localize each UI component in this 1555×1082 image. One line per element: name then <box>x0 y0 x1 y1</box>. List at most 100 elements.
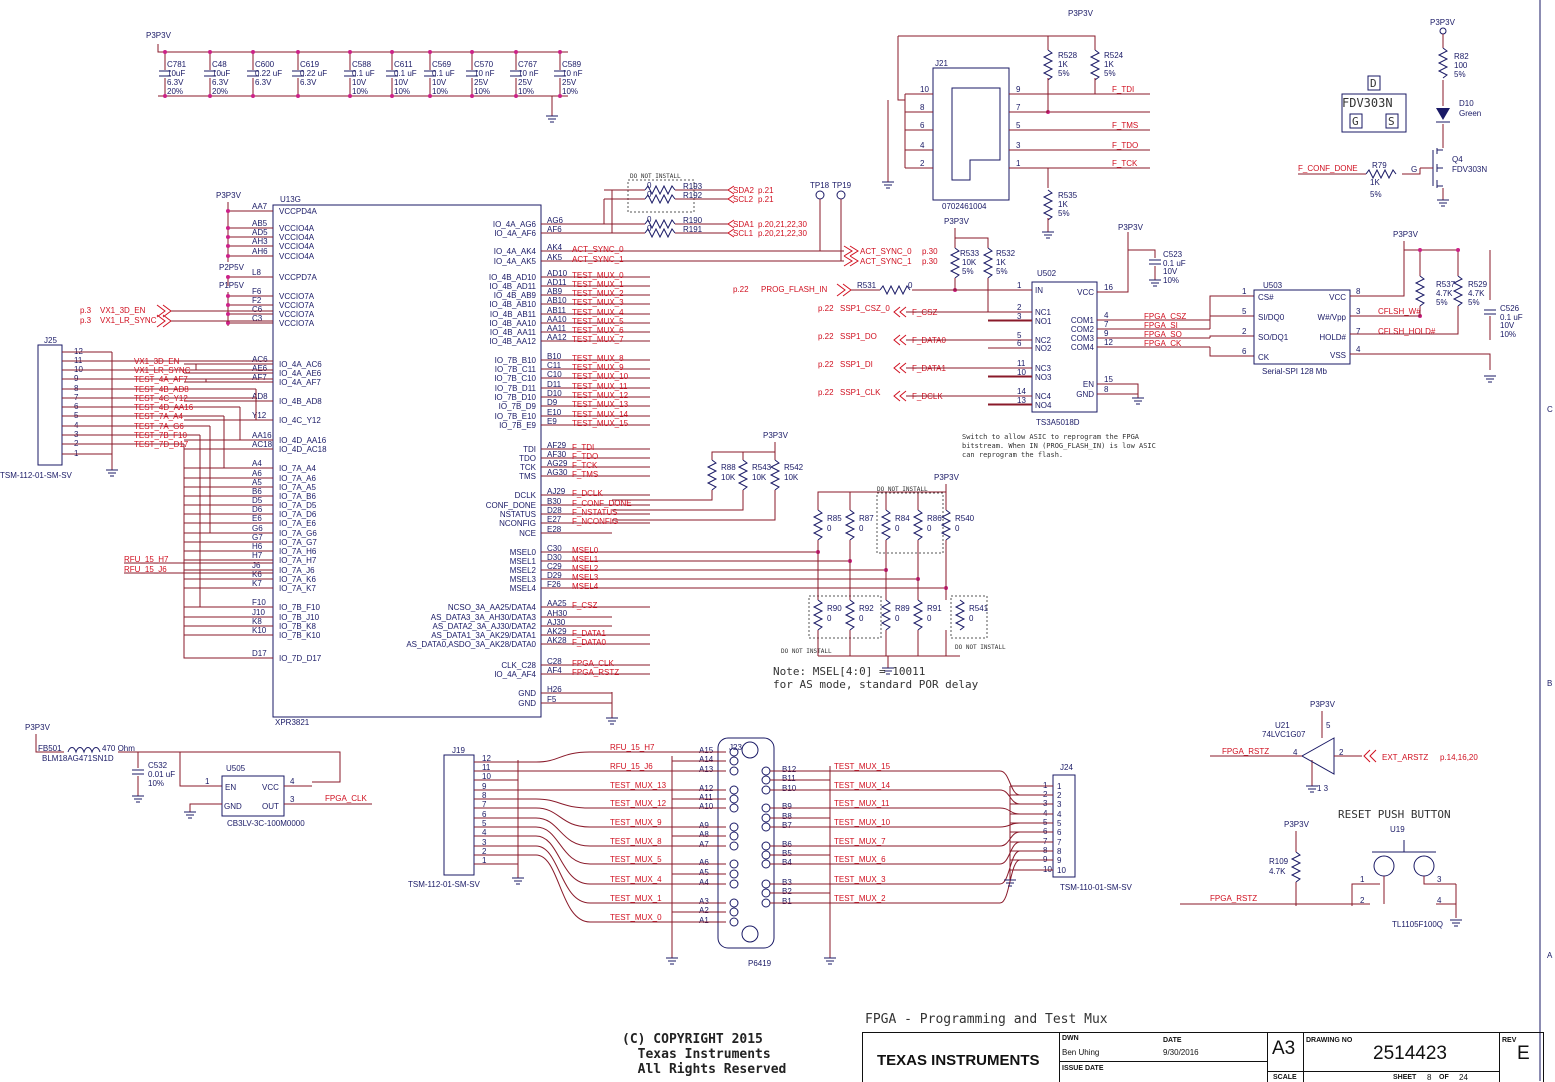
cap-value: 0.22 uF <box>300 69 327 78</box>
j21-pullup-tol: 5% <box>1058 69 1070 78</box>
j21-pullup-tol: 5% <box>1104 69 1116 78</box>
c523-volt: 10V <box>1163 267 1178 276</box>
j23-right-pin: B2 <box>782 887 792 896</box>
u13-right-pin-name: IO_4B_AB9 <box>494 291 537 300</box>
jtag-pullup-val: 10K <box>752 473 767 482</box>
u13-right-ball: F26 <box>547 580 561 589</box>
act-sync-arrow <box>843 245 859 267</box>
ground-symbol <box>132 795 144 803</box>
c523-tol: 10% <box>1163 276 1179 285</box>
u13-right-net-label: TEST_MUX_2 <box>572 289 624 298</box>
act-sync-0-offpage: ACT_SYNC_0 <box>860 247 912 256</box>
c532-tol: 10% <box>148 779 164 788</box>
junction-dot <box>390 94 394 98</box>
ground-symbol <box>606 717 618 725</box>
sheet-number: 8 <box>1427 1073 1432 1082</box>
u503-part: Serial-SPI 128 Mb <box>1262 367 1327 376</box>
junction-dot <box>226 321 230 325</box>
r82-tol: 5% <box>1454 70 1466 79</box>
j19-pin-number: 5 <box>482 819 487 828</box>
j23-contact <box>729 879 739 889</box>
cflsh-hold-net: CFLSH_HOLD# <box>1378 327 1436 336</box>
u502-left-pin-name: NC1 <box>1035 308 1052 317</box>
junction-dot <box>226 235 230 239</box>
ssp-arrow <box>893 334 907 346</box>
u13-right-ball: AK4 <box>547 243 563 252</box>
msel-bot-ref: R90 <box>827 604 842 613</box>
u13-left-ball: K7 <box>252 579 262 588</box>
j21-pullup-tol: 5% <box>1058 209 1070 218</box>
u13-left-ball: D5 <box>252 496 263 505</box>
u503-left-pin-num: 6 <box>1242 347 1247 356</box>
j23-contact <box>729 756 739 766</box>
r109-val: 4.7K <box>1269 867 1286 876</box>
jtag-pullup-resistor <box>737 459 749 491</box>
msel-bot-ref: R541 <box>969 604 989 613</box>
u13-left-pin-name: IO_4A_AF7 <box>279 378 321 387</box>
act-sync-0-page: p.30 <box>922 247 938 256</box>
j19-pin-number: 7 <box>482 800 487 809</box>
j23-contact <box>729 794 739 804</box>
j19-net-label: TEST_MUX_13 <box>610 781 667 790</box>
f-conf-done-net-label: F_CONF_DONE <box>1298 164 1358 173</box>
j23-right-pin: B7 <box>782 821 792 830</box>
j23-net-label: TEST_MUX_3 <box>834 875 886 884</box>
junction-dot <box>226 303 230 307</box>
u13-right-net-label: F_TDI <box>572 443 594 452</box>
d10-ref: D10 <box>1459 99 1474 108</box>
cap-ref: C570 <box>474 60 494 69</box>
j23-right-pin: B8 <box>782 812 792 821</box>
cap-value: 10 nF <box>474 69 495 78</box>
u503-rail: P3P3V <box>1393 230 1419 239</box>
u502-left-pin-num: 13 <box>1017 396 1026 405</box>
u13-right-net-label: MSEL2 <box>572 564 599 573</box>
u13-left-pin-name: IO_7A_J6 <box>279 566 315 575</box>
u13-left-pin-name: IO_4D_AC18 <box>279 445 327 454</box>
u13-right-ball: AB9 <box>547 287 563 296</box>
u13-right-ball: D30 <box>547 553 562 562</box>
j23-right-pin: B1 <box>782 897 792 906</box>
zero-ohm-resistor <box>644 227 676 239</box>
u503-left-pin-name: CK <box>1258 353 1270 362</box>
u13-left-ball: D17 <box>252 649 267 658</box>
j23-left-pin: A8 <box>699 830 709 839</box>
j25-net-label: TEST_7D_D17 <box>134 440 189 449</box>
r531-val: 0 <box>908 281 913 290</box>
u13-right-ball: AG6 <box>547 216 564 225</box>
u13-right-pin-name: DCLK <box>515 491 537 500</box>
u502-part: TS3A5018D <box>1036 418 1080 427</box>
u13-right-pin-name: MSEL1 <box>510 557 537 566</box>
j23-left-pin: A1 <box>699 916 709 925</box>
u13-part: XPR3821 <box>275 718 310 727</box>
u503-right-pin-name: VSS <box>1330 351 1346 360</box>
u13-right-ball: AA25 <box>547 599 567 608</box>
j23-contact <box>761 850 771 860</box>
i2c-net-label: SCL1 <box>733 229 754 238</box>
ground-symbol <box>1149 279 1161 287</box>
j23-net-label: TEST_MUX_10 <box>834 818 891 827</box>
u13-left-ball: AD8 <box>252 392 268 401</box>
u13-right-ball: AF6 <box>547 225 562 234</box>
u13-right-net-label: TEST_MUX_1 <box>572 280 624 289</box>
u13-left-pin-name: VCCPD4A <box>279 207 317 216</box>
j24-inner-pin-number: 3 <box>1057 800 1062 809</box>
u13-right-ball: AB11 <box>547 306 567 315</box>
u13-right-ball: E9 <box>547 417 557 426</box>
u13-left-pin-name: IO_7A_D6 <box>279 510 317 519</box>
ground-symbol <box>1450 919 1462 927</box>
j25-part: TSM-112-01-SM-SV <box>0 471 73 480</box>
msel-top-ref: R87 <box>859 514 874 523</box>
cap-symbol <box>510 70 522 77</box>
u502-right-pin-num: 15 <box>1104 375 1113 384</box>
junction-dot <box>163 94 167 98</box>
r529-resistor <box>1452 275 1464 307</box>
u13-right-pin-name: IO_7B_D10 <box>494 393 536 402</box>
j25-net-label: TEST_7A_A4 <box>134 412 183 421</box>
u502-left-pin-name: NO4 <box>1035 401 1052 410</box>
u13-right-pin-name: AS_DATA3_3A_AH30/DATA3 <box>431 613 537 622</box>
ssp-arrow <box>893 362 907 374</box>
j23-contact <box>729 859 739 869</box>
tb-drawing-cell: DRAWING NO 2514423 SCALE SHEET 8 OF 24 <box>1267 1033 1500 1082</box>
zone-label-b: B <box>1547 679 1552 688</box>
u502-right-pin-name: EN <box>1083 380 1094 389</box>
